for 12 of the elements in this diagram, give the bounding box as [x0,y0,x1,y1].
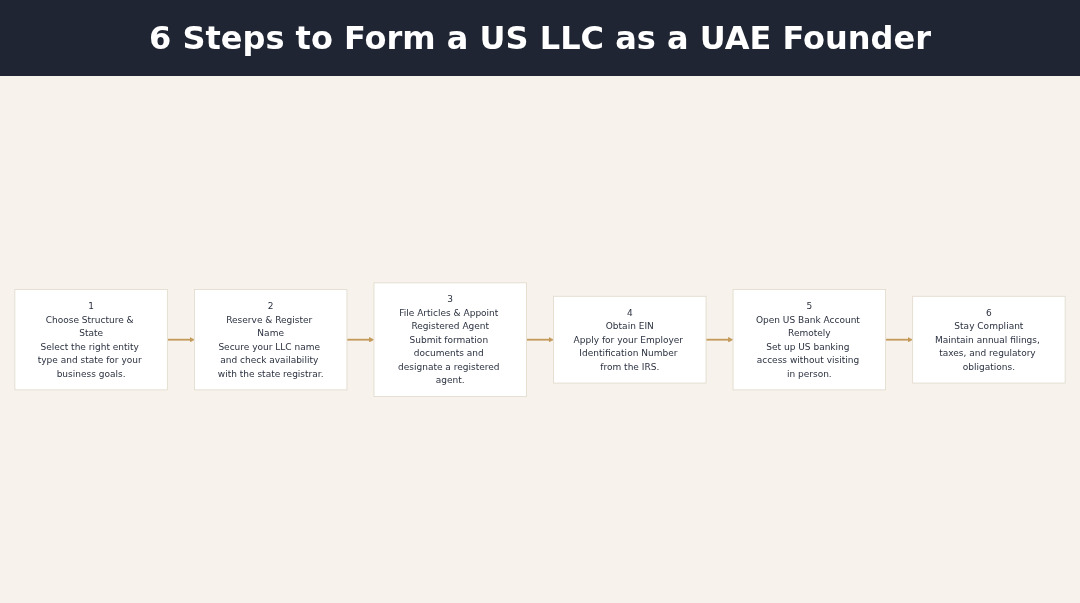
node-box: 6 Stay Compliant Maintain annual filings, taxes, and regulatory obligations. [912,295,1066,384]
arrow [346,336,375,343]
node-box: 4 Obtain EIN Apply for your Employer Identification Number from the IRS. [553,295,707,384]
node-box: 2 Reserve & Register Name Secure your LLC name and check availability with the state registrar. [193,288,348,391]
node-box: 3 File Articles & Appoint Registered Agent Submit formation documents and designate a registered agent. [373,282,527,397]
arrow [705,336,734,343]
arrow [166,336,195,343]
arrow [525,336,554,343]
title: 6 Steps to Form a US LLC as a UAE Founder [149,19,931,57]
arrow [884,336,913,343]
node-box: 1 Choose Structure & State Select the right entity type and state for your business goals. [14,288,168,391]
node-box: 5 Open US Bank Account Remotely Set up US banking access without visiting in person. [732,288,887,391]
